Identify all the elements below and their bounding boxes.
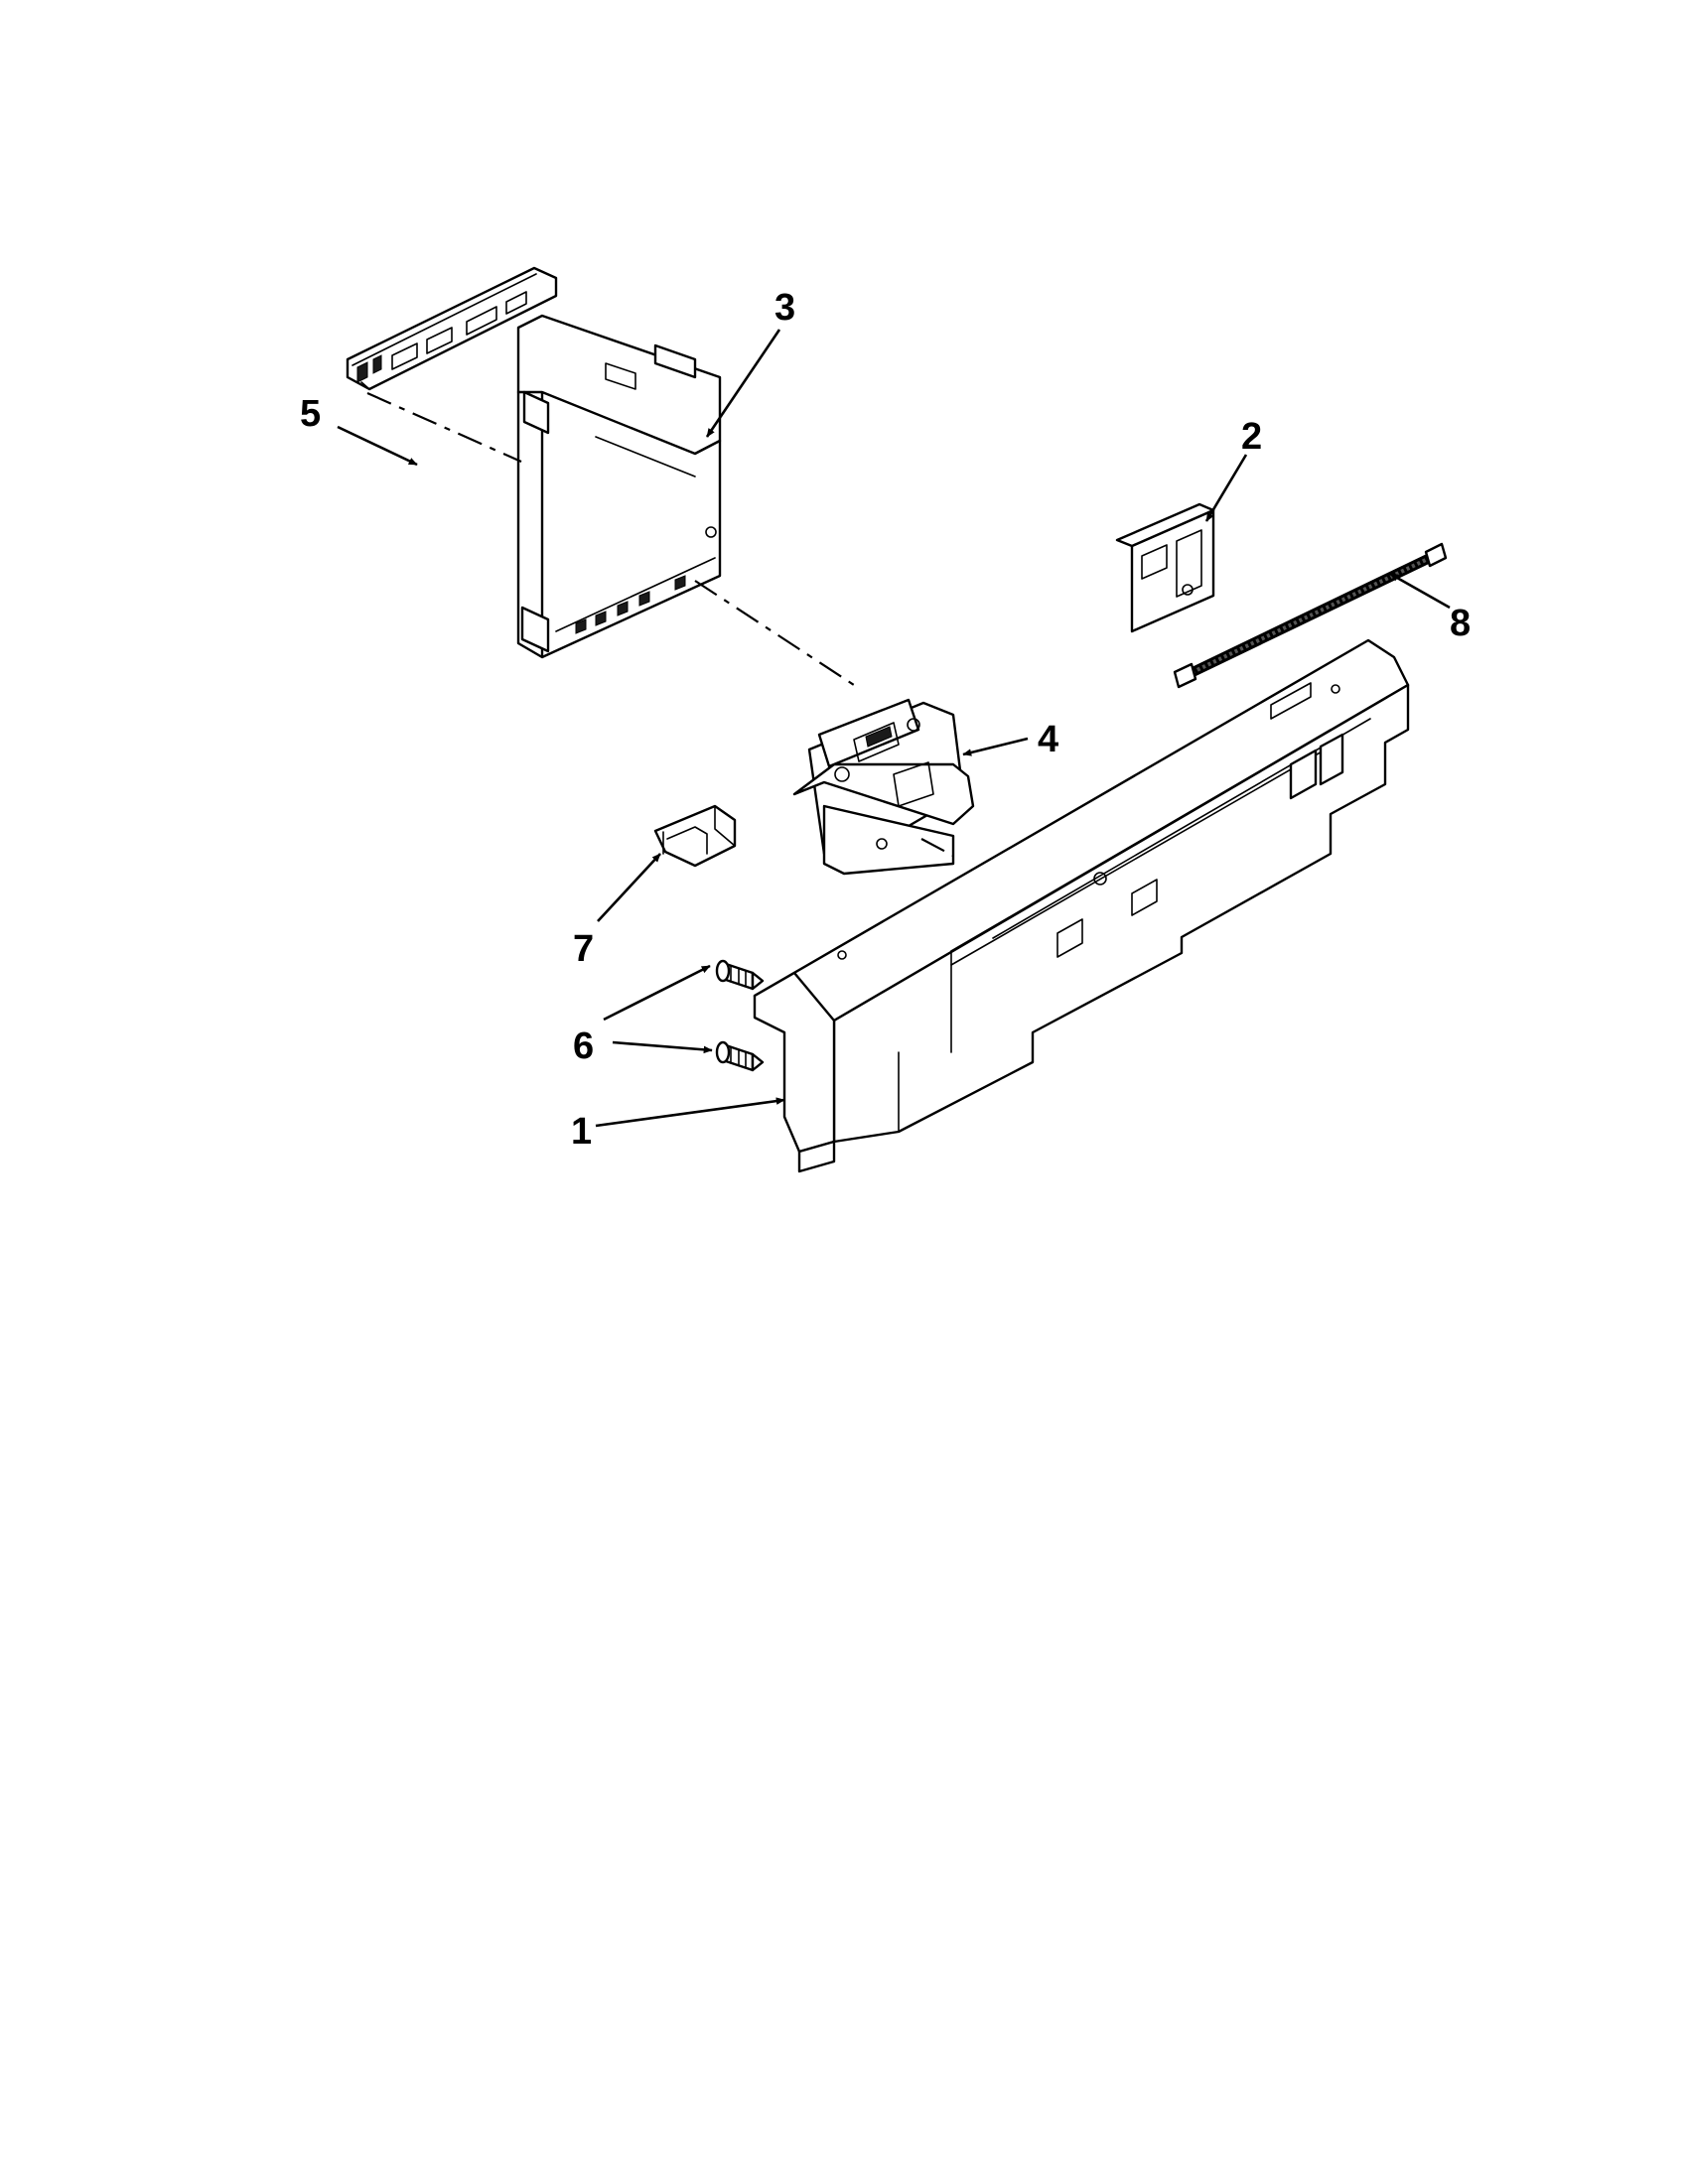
callout-1: 1 — [571, 1111, 592, 1153]
leader-6-lower — [612, 1040, 713, 1054]
alignment-line-4-to-1 — [920, 838, 954, 857]
part-2-cover — [1115, 502, 1215, 633]
callout-8: 8 — [1450, 603, 1471, 644]
part-8-wire-harness — [1173, 542, 1448, 689]
part-6-screw-upper — [715, 959, 765, 991]
callout-5: 5 — [300, 393, 321, 435]
callout-3: 3 — [774, 287, 795, 329]
callout-7: 7 — [573, 928, 594, 970]
leader-8 — [1389, 572, 1451, 610]
leader-4 — [962, 737, 1029, 756]
part-7-clip — [653, 804, 737, 868]
part-6-screw-lower — [715, 1040, 765, 1072]
callout-2: 2 — [1241, 416, 1262, 458]
alignment-line-3-to-4 — [694, 580, 855, 686]
callout-6: 6 — [573, 1025, 594, 1067]
leader-3 — [705, 329, 781, 438]
part-1-console-panel — [753, 638, 1410, 1173]
part-3-control-board — [516, 314, 722, 659]
leader-7 — [597, 853, 661, 922]
leader-6-upper — [603, 964, 711, 1022]
leader-1 — [595, 1097, 785, 1128]
callout-4: 4 — [1038, 719, 1058, 760]
leader-2 — [1204, 454, 1248, 522]
part-4-housing — [792, 698, 975, 876]
leader-5 — [337, 425, 418, 467]
part-5-bracket — [346, 266, 558, 391]
